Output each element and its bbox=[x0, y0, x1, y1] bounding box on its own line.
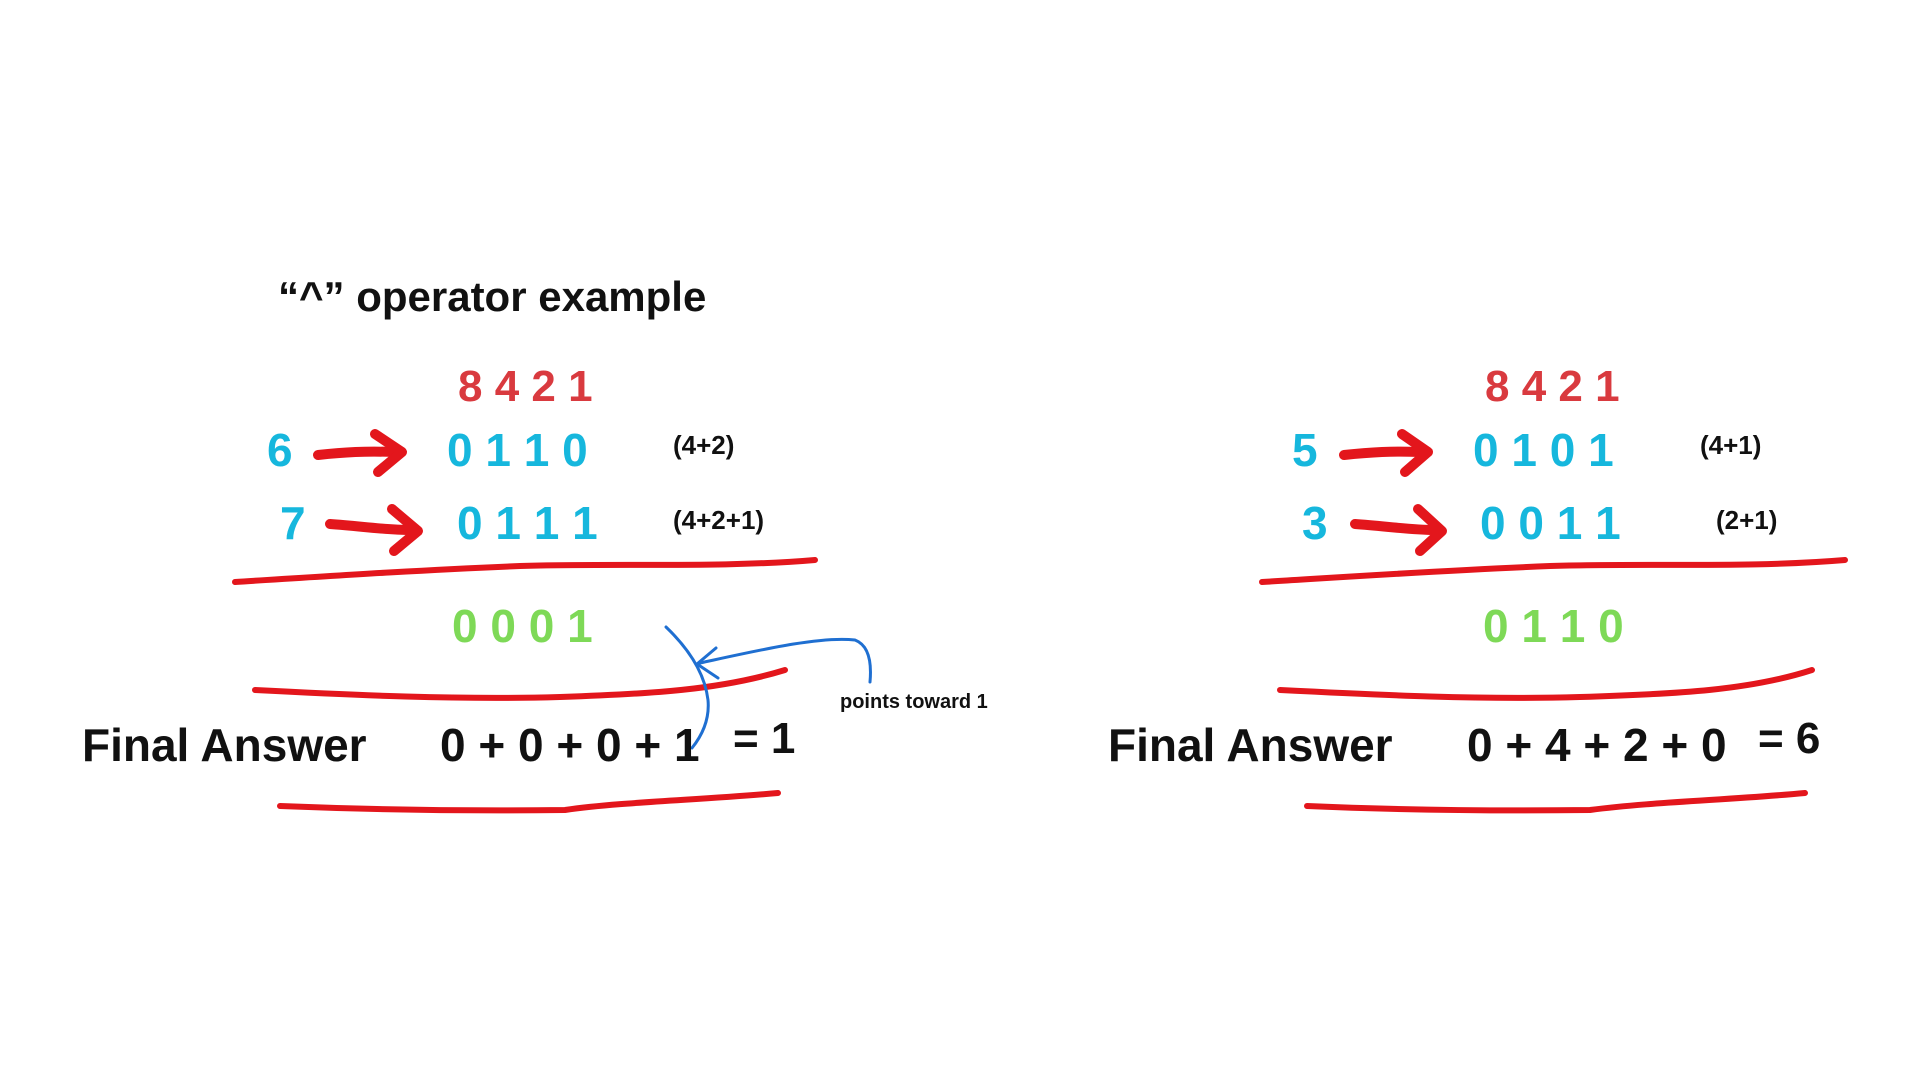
right-operand-a-bits: 0 1 0 1 bbox=[1473, 424, 1614, 476]
left-result-bits: 0 0 0 1 bbox=[452, 600, 593, 652]
left-underline-result bbox=[252, 667, 788, 701]
left-operand-a: 6 bbox=[267, 424, 293, 476]
right-place-values: 8 4 2 1 bbox=[1485, 362, 1620, 411]
right-final-sum: 0 + 4 + 2 + 0 bbox=[1467, 719, 1727, 771]
right-operand-b-bits: 0 0 1 1 bbox=[1480, 497, 1621, 549]
left-underline-final bbox=[277, 790, 781, 814]
right-operand-a-note: (4+1) bbox=[1700, 430, 1762, 460]
left-operand-b-bits: 0 1 1 1 bbox=[457, 497, 598, 549]
left-arrow-6 bbox=[313, 429, 407, 477]
right-underline-result bbox=[1277, 667, 1815, 701]
left-arrow-7 bbox=[325, 504, 423, 556]
left-final-answer-label: Final Answer bbox=[82, 719, 367, 771]
left-operand-a-bits: 0 1 1 0 bbox=[447, 424, 588, 476]
left-final-value: = 1 bbox=[733, 714, 796, 763]
left-operand-a-note: (4+2) bbox=[673, 430, 735, 460]
right-underline-operands bbox=[1259, 557, 1848, 585]
right-result-bits: 0 1 1 0 bbox=[1483, 600, 1624, 652]
right-arrow-5 bbox=[1339, 429, 1433, 477]
diagram-title: “^” operator example bbox=[278, 273, 707, 320]
pointer-arrow bbox=[664, 625, 872, 750]
right-final-value: = 6 bbox=[1758, 714, 1821, 763]
right-operand-b-note: (2+1) bbox=[1716, 505, 1778, 535]
right-operand-b: 3 bbox=[1302, 497, 1328, 549]
left-final-sum: 0 + 0 + 0 + 1 bbox=[440, 719, 700, 771]
left-place-values: 8 4 2 1 bbox=[458, 362, 593, 411]
right-operand-a: 5 bbox=[1292, 424, 1318, 476]
left-operand-b-note: (4+2+1) bbox=[673, 505, 765, 535]
pointer-label: points toward 1 bbox=[840, 691, 988, 713]
right-underline-final bbox=[1304, 790, 1808, 814]
left-underline-operands bbox=[232, 557, 818, 585]
right-final-answer-label: Final Answer bbox=[1108, 719, 1393, 771]
left-operand-b: 7 bbox=[280, 497, 306, 549]
right-arrow-3 bbox=[1350, 504, 1447, 556]
